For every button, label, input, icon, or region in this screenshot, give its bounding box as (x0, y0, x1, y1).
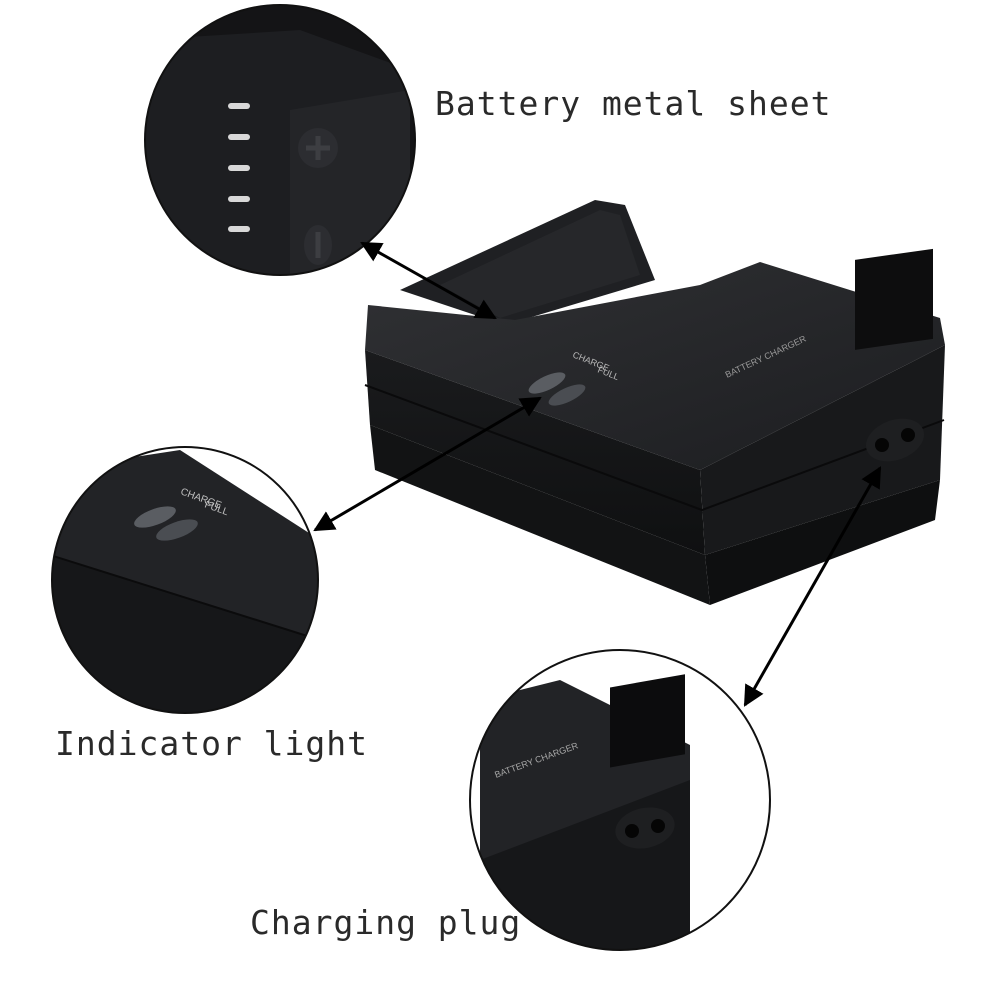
callout-indicator-light: Indicator light (55, 724, 369, 763)
charger-body: CHARGE FULL BATTERY CHARGER (364, 200, 945, 605)
zoom-circle-charging-plug: BATTERY CHARGER (469, 649, 771, 951)
callout-battery-metal-sheet: Battery metal sheet (435, 84, 832, 123)
zoom-circle-indicator-light: CHARGE FULL (51, 446, 319, 714)
full-led (548, 384, 586, 406)
arrow-indicator-light (313, 396, 542, 532)
callout-charging-plug: Charging plug (250, 903, 522, 942)
arrow-charging-plug (743, 466, 882, 707)
arrow-battery-contacts (360, 241, 497, 320)
charge-led (528, 372, 566, 394)
zoom-circle-battery-contacts (144, 4, 416, 276)
